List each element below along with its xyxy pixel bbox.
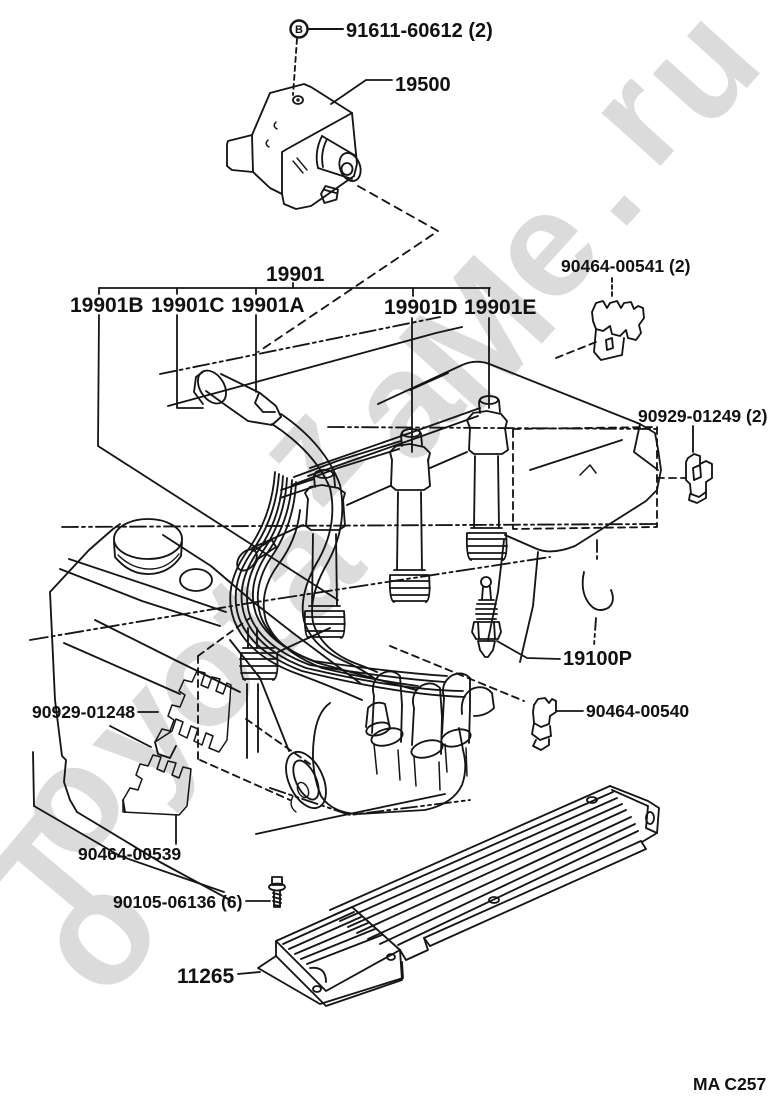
svg-text:90929-01249 (2): 90929-01249 (2): [638, 406, 767, 426]
svg-text:90105-06136 (6): 90105-06136 (6): [113, 892, 242, 912]
svg-text:19500: 19500: [395, 74, 451, 96]
svg-text:19901D: 19901D: [384, 296, 458, 319]
svg-text:MA C257: MA C257: [693, 1074, 766, 1094]
svg-text:19100P: 19100P: [563, 648, 632, 670]
svg-text:B: B: [295, 24, 303, 36]
svg-text:19901C: 19901C: [151, 294, 225, 317]
svg-text:19901: 19901: [266, 263, 325, 286]
svg-text:90464-00539: 90464-00539: [78, 844, 181, 864]
svg-text:19901B: 19901B: [70, 294, 144, 317]
svg-text:19901A: 19901A: [231, 294, 305, 317]
svg-text:19901E: 19901E: [464, 296, 536, 319]
svg-text:11265: 11265: [177, 965, 235, 988]
svg-text:90929-01248: 90929-01248: [32, 702, 135, 722]
svg-text:90464-00541 (2): 90464-00541 (2): [561, 256, 690, 276]
svg-text:90464-00540: 90464-00540: [586, 701, 689, 721]
svg-text:91611-60612 (2): 91611-60612 (2): [346, 20, 493, 42]
